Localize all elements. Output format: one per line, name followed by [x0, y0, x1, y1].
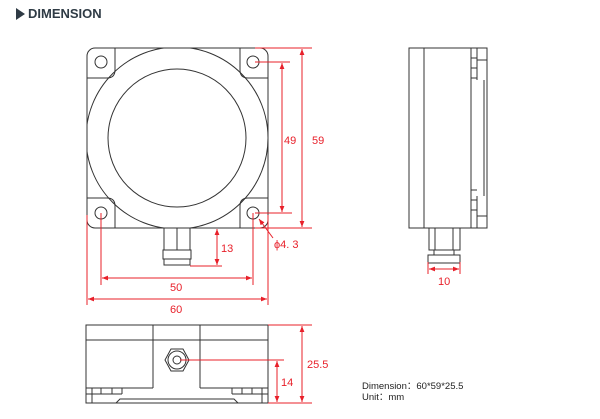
dim-14: 14 — [281, 377, 293, 389]
section-title: DIMENSION — [28, 6, 102, 21]
section-header: DIMENSION — [16, 6, 102, 21]
dim-25-5: 25.5 — [307, 359, 328, 371]
dim-49: 49 — [284, 135, 296, 147]
unit-note: Unit：mm — [362, 392, 405, 403]
dim-59: 59 — [312, 135, 324, 147]
side-view — [408, 47, 488, 274]
dim-50: 50 — [170, 282, 182, 294]
dim-hole-diameter: ϕ4. 3 — [274, 239, 299, 251]
front-dimensions — [86, 47, 312, 305]
triangle-right-icon — [16, 7, 25, 20]
dim-10: 10 — [438, 276, 450, 288]
front-view — [86, 47, 269, 266]
dimension-note: Dimension：60*59*25.5 — [362, 381, 464, 392]
dim-60: 60 — [170, 304, 182, 316]
dim-13: 13 — [221, 243, 233, 255]
bottom-view — [85, 324, 312, 404]
spec-notes: Dimension：60*59*25.5 Unit：mm — [362, 381, 463, 403]
